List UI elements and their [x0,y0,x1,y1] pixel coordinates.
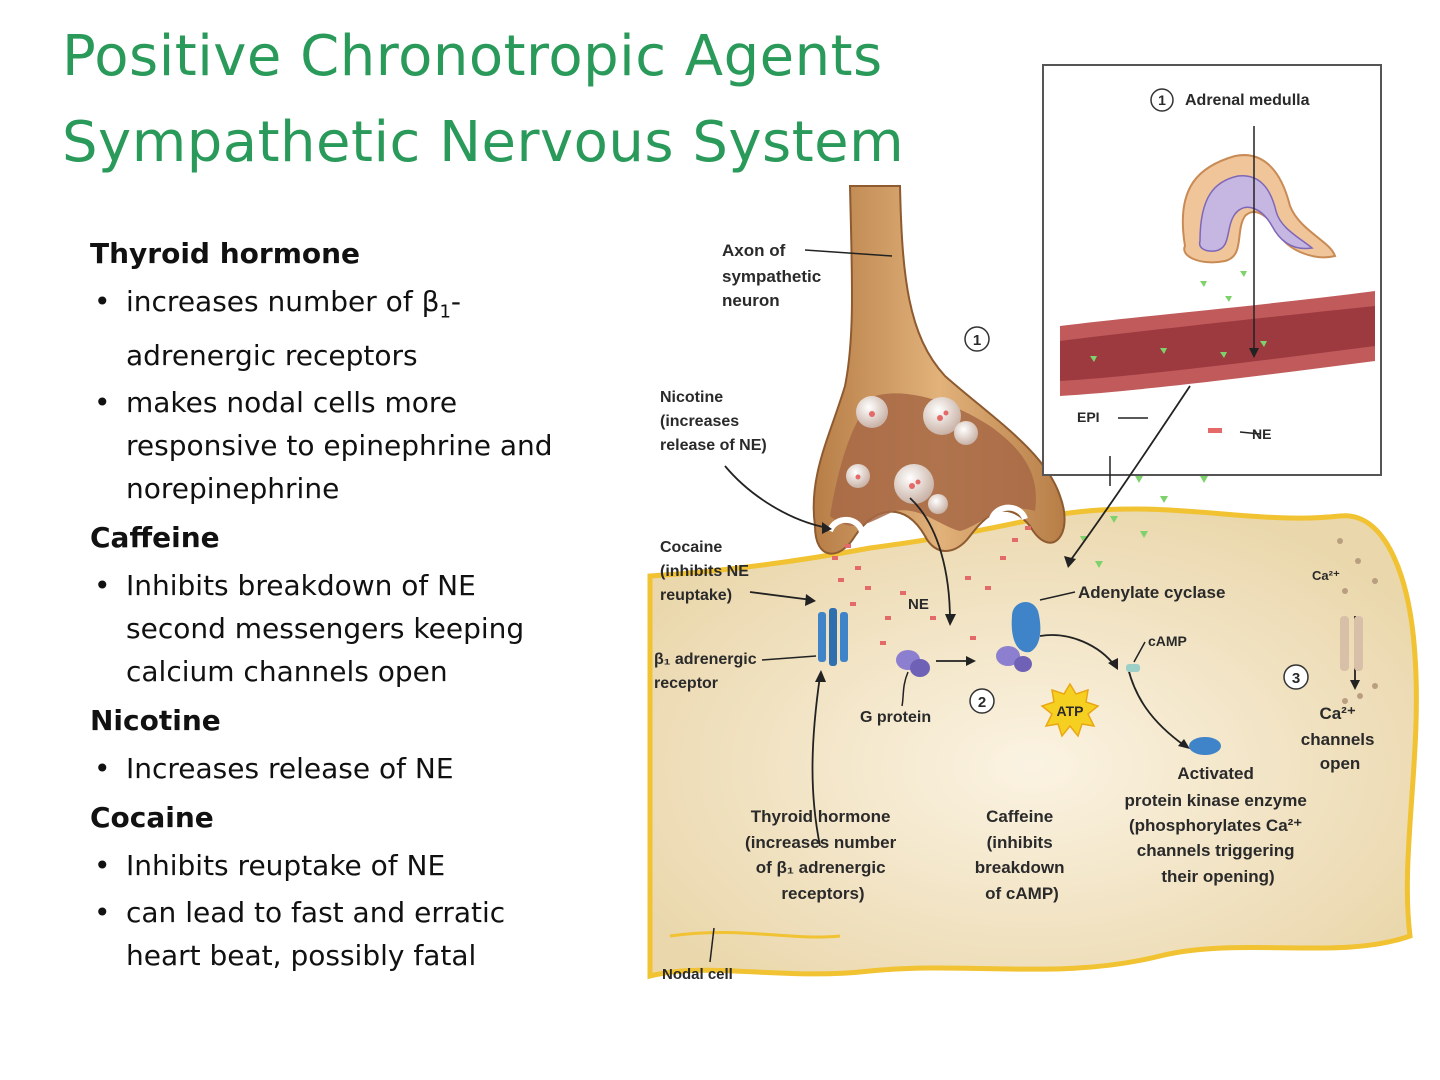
section-heading-thyroid: Thyroid hormone [90,237,361,270]
slide-title: Positive Chronotropic Agents Sympathetic… [62,14,962,186]
bullet-dot-icon: • [94,848,111,882]
title-line-2: Sympathetic Nervous System [62,110,905,175]
section-heading-cocaine: Cocaine [90,800,214,834]
step-1-inset-badge: 1 [1150,88,1174,112]
vesicle [928,494,948,514]
calcium-channel-icon [1340,616,1363,671]
list-item: •increases number of β1-adrenergic recep… [90,280,560,377]
ne-inset-label: NE [1252,426,1271,442]
adenylate-cyclase-label: Adenylate cyclase [1078,583,1225,602]
step-2-badge: 2 [969,688,995,714]
svg-text:2: 2 [978,694,986,711]
thyroid-hormone-label: Thyroid hormone (increases number of β₁ … [745,807,901,903]
epi-label: EPI [1077,409,1100,425]
svg-text:1: 1 [973,332,981,349]
svg-text:1: 1 [1158,92,1166,108]
svg-text:3: 3 [1292,670,1300,687]
calcium-ion-label: Ca²⁺ [1312,568,1340,583]
step-1-badge: 1 [964,326,990,352]
camp-molecule [1126,664,1140,672]
adenylate-cyclase-icon [996,601,1041,672]
bullet-dot-icon: • [94,568,111,602]
bullet-dot-icon: • [94,751,111,785]
bullet-list: Thyroid hormone •increases number of β1-… [90,232,560,981]
adrenal-medulla-label: Adrenal medulla [1185,92,1310,109]
cocaine-label: Cocaine (inhibits NE reuptake) [660,539,753,604]
g-protein-icon [896,650,930,677]
section-heading-caffeine: Caffeine [90,520,220,554]
camp-label: cAMP [1148,633,1187,649]
list-item: •Inhibits breakdown of NE second messeng… [90,564,560,693]
bullet-dot-icon: • [94,385,111,419]
atp-label: ATP [1057,703,1084,719]
protein-kinase-icon [1189,737,1221,755]
title-line-1: Positive Chronotropic Agents [62,24,883,89]
list-item: •makes nodal cells more responsive to ep… [90,381,560,510]
ne-label: NE [908,596,929,613]
adrenal-inset [1042,64,1382,476]
nicotine-label: Nicotine (increases release of NE) [660,389,767,454]
axon-label: Axon of sympathetic neuron [722,241,826,310]
nodal-cell-diagram: 1 1 2 3 Axon of sympathetic neuron Adren… [640,56,1430,1056]
nodal-cell-label: Nodal cell [662,966,733,983]
section-heading-nicotine: Nicotine [90,703,221,737]
bullet-dot-icon: • [94,895,111,929]
caffeine-label: Caffeine (inhibits breakdown of cAMP) [975,807,1069,903]
beta1-receptor-icon [818,608,848,666]
list-item: •Inhibits reuptake of NE [90,844,560,887]
list-item: •can lead to fast and erratic heart beat… [90,891,560,977]
atp-burst-icon [1040,682,1100,738]
calcium-channels-open-label: Ca²⁺ channels open [1301,704,1379,773]
bullet-dot-icon: • [94,285,111,318]
list-item: •Increases release of NE [90,747,560,790]
g-protein-label: G protein [860,709,931,726]
protein-kinase-label: Activated protein kinase enzyme (phospho… [1124,764,1311,886]
ne-molecules [832,526,1031,645]
beta1-receptor-label: β₁ adrenergic receptor [654,651,761,692]
step-3-badge: 3 [1283,664,1309,690]
vesicle [954,421,978,445]
